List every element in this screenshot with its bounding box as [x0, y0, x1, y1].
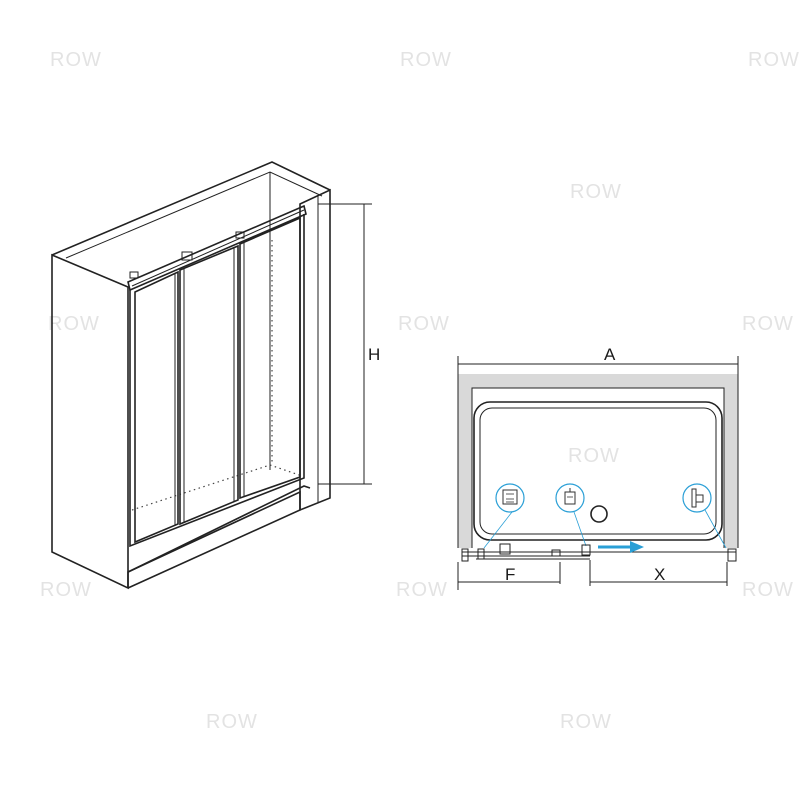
door-plan	[461, 541, 737, 562]
top-rail	[127, 204, 307, 292]
door-panel-3	[239, 216, 301, 500]
dim-label-f: F	[505, 565, 515, 584]
shower-tray	[473, 401, 723, 541]
dim-label-h: H	[368, 345, 380, 364]
plan-view: A	[457, 345, 739, 590]
door-bracket	[477, 548, 485, 560]
watermark: ROW	[206, 711, 258, 733]
watermark: ROW	[748, 49, 800, 71]
watermark: ROW	[570, 181, 622, 203]
base-front	[127, 485, 311, 588]
left-wall-plan	[458, 388, 472, 548]
handle-detail-icon	[495, 483, 525, 513]
dim-label-x: X	[654, 565, 665, 584]
watermark: ROW	[560, 711, 612, 733]
roller-icon	[235, 231, 245, 239]
top-rail-inner	[131, 209, 305, 287]
watermark: ROW	[400, 49, 452, 71]
perspective-view: H	[51, 161, 380, 590]
shower-tray-inner	[479, 407, 717, 535]
door-frame	[129, 214, 305, 548]
hidden-floor-line	[131, 464, 271, 511]
dim-label-a: A	[604, 345, 616, 364]
right-wall-plan	[724, 388, 738, 548]
end-profile	[727, 548, 737, 562]
door-handle-plan	[499, 543, 511, 555]
leader-line	[704, 509, 727, 549]
wall-outline	[471, 387, 725, 548]
watermark: ROW	[50, 49, 102, 71]
roller-detail-icon	[555, 483, 585, 513]
watermark: ROW	[742, 579, 794, 601]
watermarks: ROW ROW ROW ROW ROW ROW ROW ROW ROW ROW …	[40, 49, 800, 733]
leader-line	[573, 511, 587, 547]
watermark: ROW	[48, 313, 100, 335]
left-wall	[51, 253, 129, 590]
profile-detail-icon	[682, 483, 712, 513]
door-panel-1	[134, 270, 179, 544]
watermark: ROW	[398, 313, 450, 335]
roller-icon	[181, 251, 193, 261]
slide-direction-arrowhead	[630, 541, 644, 553]
wall-top-edge	[51, 161, 331, 256]
door-panel-2	[179, 244, 239, 526]
leader-line	[483, 511, 513, 549]
hidden-floor-line	[269, 464, 303, 477]
watermark: ROW	[568, 445, 620, 467]
watermark: ROW	[396, 579, 448, 601]
door-bracket	[581, 544, 591, 556]
base-tray	[127, 490, 301, 589]
watermark: ROW	[742, 313, 794, 335]
roller-icon	[129, 271, 139, 279]
door-bracket	[551, 549, 561, 557]
drain-icon	[590, 505, 608, 523]
watermark: ROW	[40, 579, 92, 601]
back-wall	[458, 374, 738, 388]
end-profile	[461, 548, 469, 562]
